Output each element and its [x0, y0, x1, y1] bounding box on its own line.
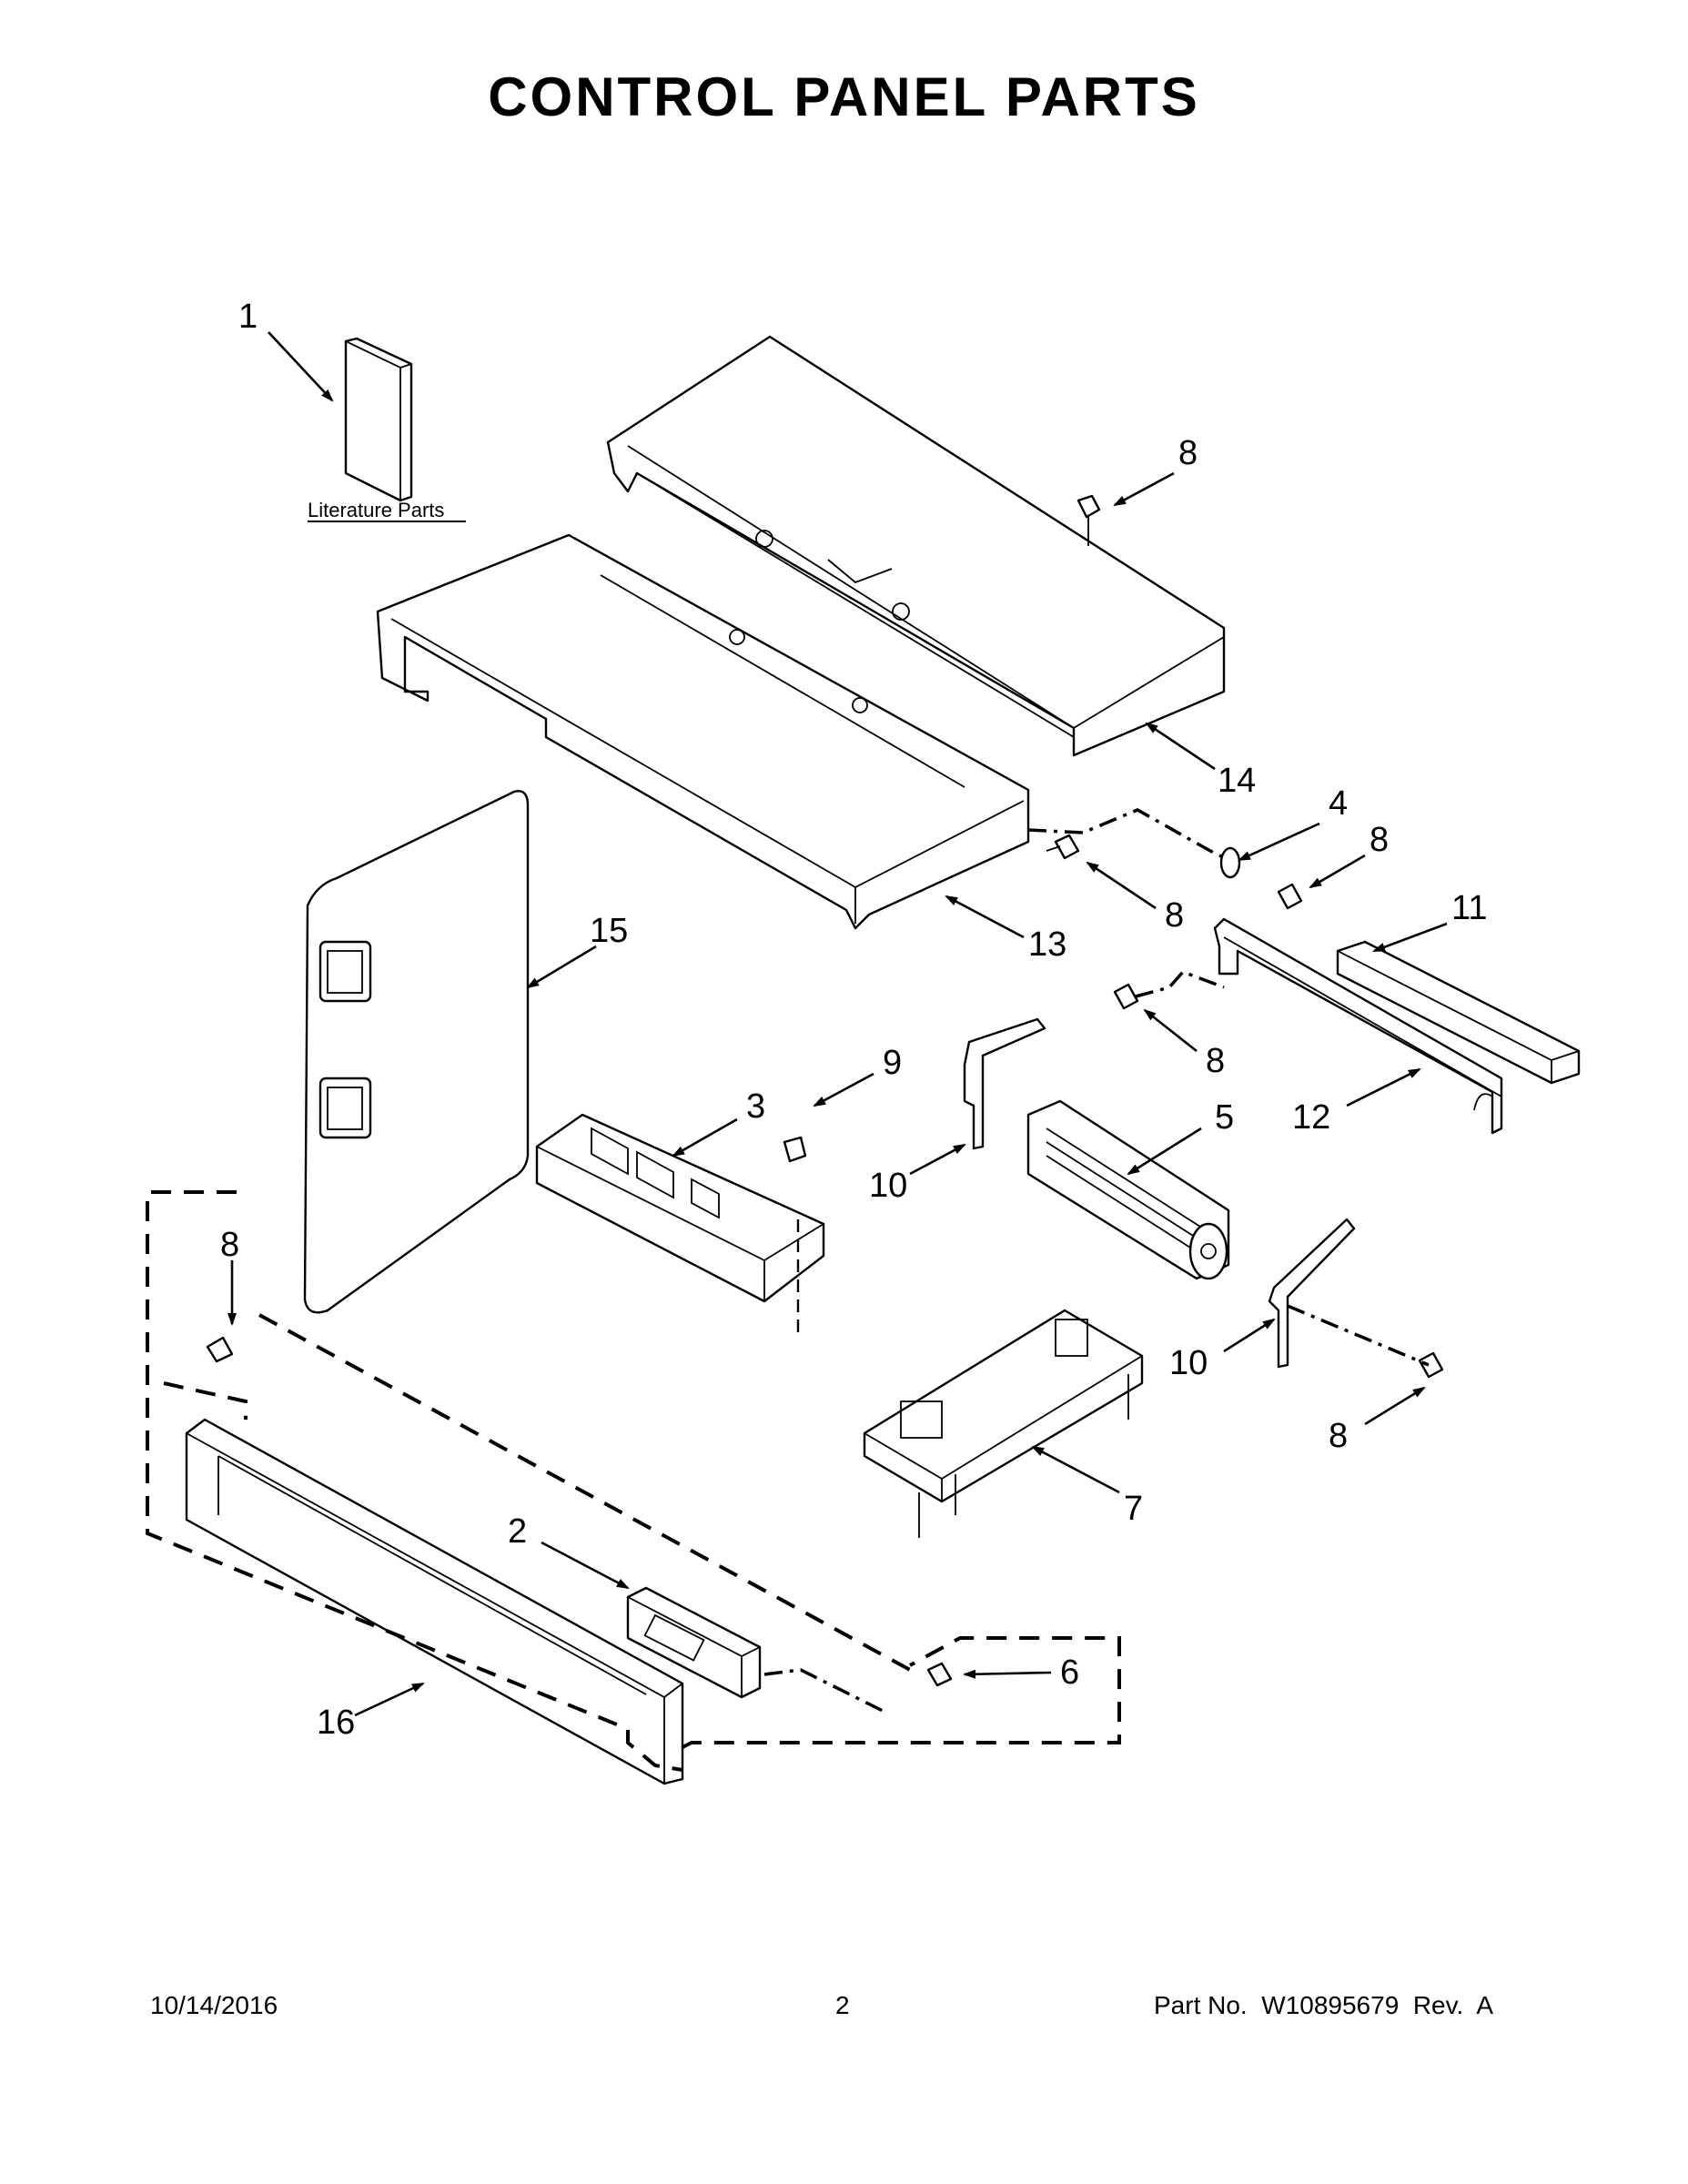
arrow-7 [1031, 1445, 1120, 1494]
page-title: CONTROL PANEL PARTS [488, 66, 1200, 127]
upper-control-panel-shelf [606, 335, 1226, 757]
bracket-left [963, 1017, 1046, 1150]
cooling-fan-blower [1026, 1099, 1230, 1280]
arrow-10-left [909, 1143, 966, 1176]
callout-9: 9 [883, 1044, 902, 1082]
callout-7: 7 [1124, 1490, 1143, 1528]
arrow-2 [541, 1541, 630, 1590]
arrow-10-right [1223, 1318, 1276, 1353]
arrow-8-right [1364, 1386, 1426, 1426]
assembly-dashdot-display [763, 1668, 884, 1713]
arrow-9 [813, 1072, 874, 1107]
panel-insulation [303, 790, 530, 1314]
callout-11: 11 [1451, 889, 1487, 927]
arrow-11 [1372, 922, 1448, 953]
footer-page-number: 2 [835, 1991, 850, 2019]
arrow-8-rail [1143, 1008, 1198, 1053]
screw-6 [926, 1662, 953, 1687]
arrow-5 [1127, 1127, 1202, 1176]
callout-8: 8 [220, 1226, 239, 1264]
callout-1: 1 [238, 298, 258, 336]
assembly-dash-console [258, 1313, 911, 1672]
callout-15: 15 [590, 912, 628, 950]
callout-10: 10 [1169, 1344, 1208, 1382]
callout-2: 2 [508, 1512, 527, 1551]
arrow-8-top [1113, 471, 1175, 507]
arrow-4 [1238, 822, 1320, 862]
arrow-12 [1346, 1067, 1421, 1107]
washer-4 [1219, 846, 1241, 879]
main-panel-shelf [376, 533, 1030, 930]
callout-12: 12 [1292, 1098, 1330, 1137]
assembly-dash-trim [163, 1381, 248, 1420]
power-control-board [863, 1309, 1144, 1538]
callout-8: 8 [1329, 1417, 1348, 1455]
relay-control-board [535, 1113, 825, 1338]
assembly-dashdot-right [1287, 1304, 1430, 1367]
screw-8-top [1076, 494, 1101, 546]
literature-parts-label: Literature Parts [308, 499, 444, 521]
screw-8-left [206, 1336, 234, 1363]
callout-10: 10 [869, 1167, 907, 1205]
callout-3: 3 [746, 1087, 765, 1126]
arrow-16 [354, 1682, 425, 1717]
assembly-dashdot-rail [1135, 969, 1225, 998]
arrow-14 [1145, 722, 1216, 771]
assembly-dashdot-top [1027, 808, 1229, 862]
screw-8-right [1418, 1351, 1444, 1379]
screw-8-rail [1113, 983, 1139, 1010]
arrow-15 [526, 945, 597, 989]
bracket-right [1268, 1218, 1356, 1369]
callout-14: 14 [1218, 762, 1256, 800]
control-panel-console [185, 1418, 684, 1785]
assembly-dash-bottom [682, 1636, 1121, 1749]
screw-8-washer [1277, 883, 1303, 910]
display-control-board [626, 1586, 762, 1699]
callout-13: 13 [1028, 925, 1066, 964]
callout-16: 16 [317, 1704, 355, 1742]
footer-date: 10/14/2016 [150, 1991, 278, 2019]
callout-4: 4 [1329, 784, 1348, 823]
assembly-dash-left [146, 1190, 683, 1772]
callout-8: 8 [1370, 821, 1389, 859]
arrow-8-13 [1086, 861, 1157, 910]
literature-parts-booklet [344, 337, 413, 502]
footer-part-number: Part No. W10895679 Rev. A [1154, 1991, 1494, 2019]
callout-8: 8 [1206, 1042, 1225, 1080]
arrow-1 [268, 331, 334, 402]
callout-8: 8 [1178, 434, 1198, 472]
callout-6: 6 [1060, 1653, 1079, 1692]
arrow-13 [945, 895, 1025, 939]
arrow-3 [672, 1117, 738, 1158]
screw-8-13 [1046, 834, 1080, 860]
foam-strip [1336, 940, 1581, 1085]
callout-5: 5 [1215, 1098, 1234, 1137]
screw-9 [783, 1136, 807, 1163]
arrow-6 [963, 1669, 1052, 1679]
mounting-rail [1213, 917, 1503, 1135]
callout-8: 8 [1165, 896, 1184, 935]
arrow-8-washer [1309, 854, 1366, 889]
